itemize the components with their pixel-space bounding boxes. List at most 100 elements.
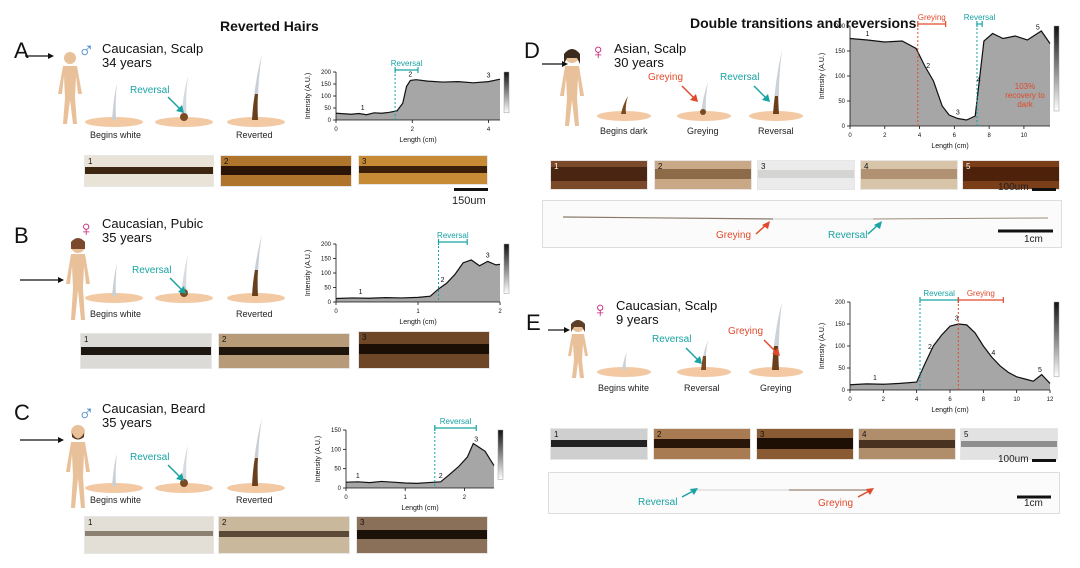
chart-bracket-label: Greying [967,289,995,298]
panel-d-desc2: 30 years [614,55,664,70]
chart-x-tick-label: 2 [463,495,467,501]
chart-intensity-gradient-bar [503,243,510,294]
long-hair-line [562,216,1053,233]
hair-strip: 3 [756,428,854,460]
chart-x-tick-label: 1 [404,495,408,501]
chart-point-label: 2 [408,71,412,78]
chart-series-line [345,442,495,484]
panel-e-desc2: 9 years [616,312,659,327]
chart-bracket-label: Reversal [440,417,472,426]
chart-x-tick-label: 0 [334,127,338,133]
female-symbol-icon: ♀ [592,297,609,322]
panel-e-arrow-label-greying: Greying [728,326,764,337]
hair-strip: 1 [84,155,214,187]
panel-a-letter: A [14,38,29,63]
chart-point-label: 3 [486,252,490,259]
chart-x-axis-label: Length (cm) [401,505,438,512]
body-figure-icon [20,425,90,508]
hair-strip: 1 [80,333,212,369]
chart-x-axis-label: Length (cm) [931,407,968,414]
teal-arrow-icon [753,85,770,102]
hair-strip: 2 [653,428,751,460]
hair-strip: 2 [220,155,352,187]
chart-x-tick-label: 0 [344,495,348,501]
panel-d-long-label-reversal: Reversal [828,230,868,241]
chart-area-fill [346,443,494,488]
chart-point-label: 5 [1038,367,1042,374]
chart-point-label: 3 [487,73,491,80]
hair-strip: 3 [356,516,488,554]
panel-d-hair-label-2: Greying [687,126,719,136]
hair-strip: 5 [962,160,1060,190]
chart-bracket-label: Reversal [964,13,996,22]
right-section-title: Double transitions and reversions [690,15,917,31]
hair-strip: 1 [550,160,648,190]
female-symbol-icon: ♀ [590,39,607,64]
chart-y-axis-label: Intensity (A.U.) [315,436,322,482]
chart-x-tick-label: 0 [334,309,338,315]
teal-arrow-icon [681,488,698,498]
chart-point-label: 2 [441,277,445,284]
chart-point-label: 1 [865,31,869,38]
chart-area-fill [850,324,1050,390]
chart-point-label: 3 [956,110,960,117]
panel-a-hair-label-1: Begins white [90,130,142,140]
chart-y-tick-label: 50 [334,467,341,473]
long-hair-line [689,489,1051,499]
body-figure-icon [20,238,90,320]
panel-e-letter: E [526,310,541,335]
male-symbol-icon: ♂ [78,37,95,62]
chart-y-tick-label: 150 [835,322,846,328]
teal-arrow-icon [167,96,184,113]
chart-point-label: 3 [474,436,478,443]
chart-x-tick-label: 4 [918,133,922,139]
chart-series-line [849,323,1051,386]
chart-y-tick-label: 0 [338,486,342,492]
chart-y-tick-label: 150 [835,49,846,55]
teal-arrow-icon [685,347,702,364]
chart-bracket-label: Reversal [391,59,423,68]
chart-y-tick-label: 0 [842,124,846,130]
scale-bar [454,188,488,191]
chart-y-axis-label: Intensity (A.U.) [819,53,826,99]
chart-x-tick-label: 4 [915,397,919,403]
chart-x-tick-label: 2 [411,127,415,133]
chart-intensity-gradient-bar [497,429,504,480]
chart-bracket-label: Greying [918,13,946,22]
hair-strip: 2 [218,516,350,554]
left-section-title: Reverted Hairs [220,18,319,34]
chart-y-tick-label: 100 [331,447,342,453]
hair-strip: 3 [358,155,488,185]
panel-e-long-label-reversal: Reversal [638,497,678,508]
red-arrow-icon [763,339,780,356]
hair-strip: 1 [550,428,648,460]
panel-d-letter: D [524,38,540,63]
chart-bracket-label: Reversal [923,289,955,298]
chart-x-tick-label: 2 [883,133,887,139]
chart-x-tick-label: 12 [1047,397,1054,403]
panel-b-arrow-label: Reversal [132,265,172,276]
hair-strip: 1 [84,516,214,554]
teal-arrow-icon [169,277,186,294]
chart-x-tick-label: 1 [416,309,420,315]
panel-b-hair-label-1: Begins white [90,309,142,319]
chart-y-tick-label: 0 [328,118,332,124]
body-figure-icon [542,49,584,126]
panel-c-arrow-label: Reversal [130,452,170,463]
chart-y-tick-label: 100 [835,344,846,350]
panel-c-letter: C [14,400,30,425]
hair-strip: 5 [960,428,1058,460]
chart-series-line [849,30,1051,121]
chart-y-tick-label: 0 [328,300,332,306]
chart-x-tick-label: 2 [498,309,502,315]
panel-d-arrow-label-greying: Greying [648,72,684,83]
panel-a-scale-label: 150um [452,195,486,207]
panel-c-desc1: Caucasian, Beard [102,401,206,416]
panel-e-long-label-greying: Greying [818,498,854,509]
hair-strip: 4 [860,160,958,190]
chart-point-label: 1 [873,375,877,382]
chart-x-tick-label: 6 [953,133,957,139]
